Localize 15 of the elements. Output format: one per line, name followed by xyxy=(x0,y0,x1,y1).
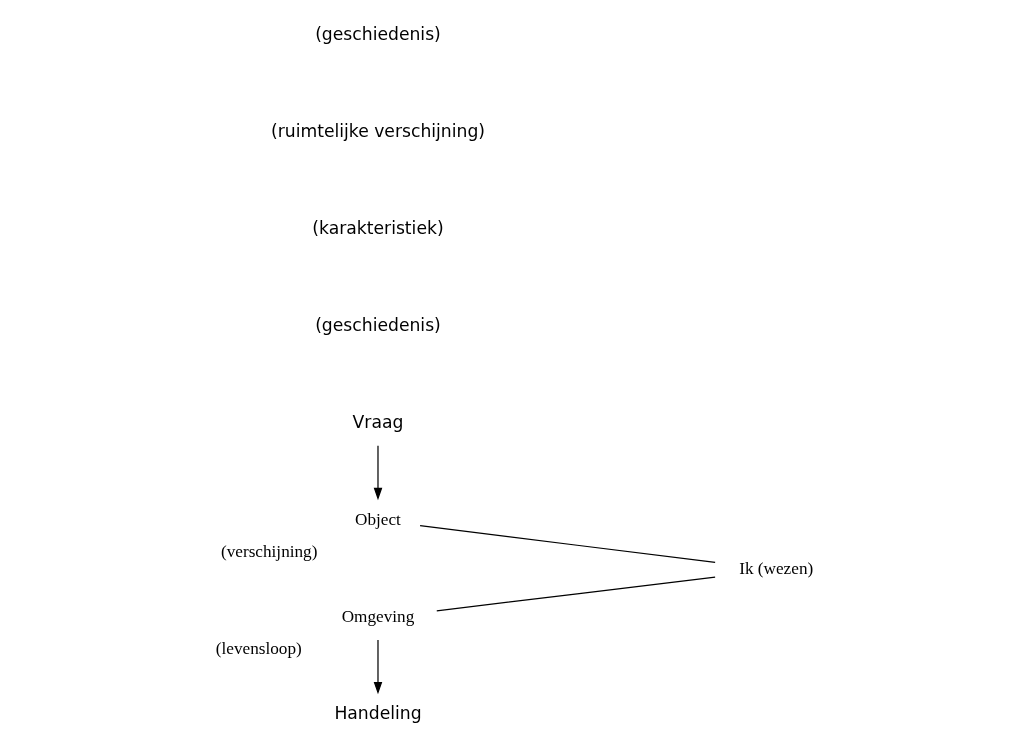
label: (ruimtelijke verschijning) xyxy=(270,120,486,141)
node-text: Omgeving xyxy=(341,607,415,627)
node-text: Handeling xyxy=(334,703,422,724)
node-text: Object xyxy=(355,510,401,530)
node-label: (levensloop) xyxy=(215,638,302,658)
arrow xyxy=(373,639,383,695)
label: (karakteristiek) xyxy=(312,217,444,238)
connector xyxy=(436,576,716,612)
node-text: Vraag xyxy=(352,412,404,433)
label: (geschiedenis) xyxy=(315,23,441,44)
label: (geschiedenis) xyxy=(315,315,441,335)
arrow xyxy=(373,445,383,501)
connector xyxy=(419,525,716,563)
node-label: (verschijning) xyxy=(221,541,318,561)
node-text: Ik (wezen) xyxy=(739,559,814,579)
